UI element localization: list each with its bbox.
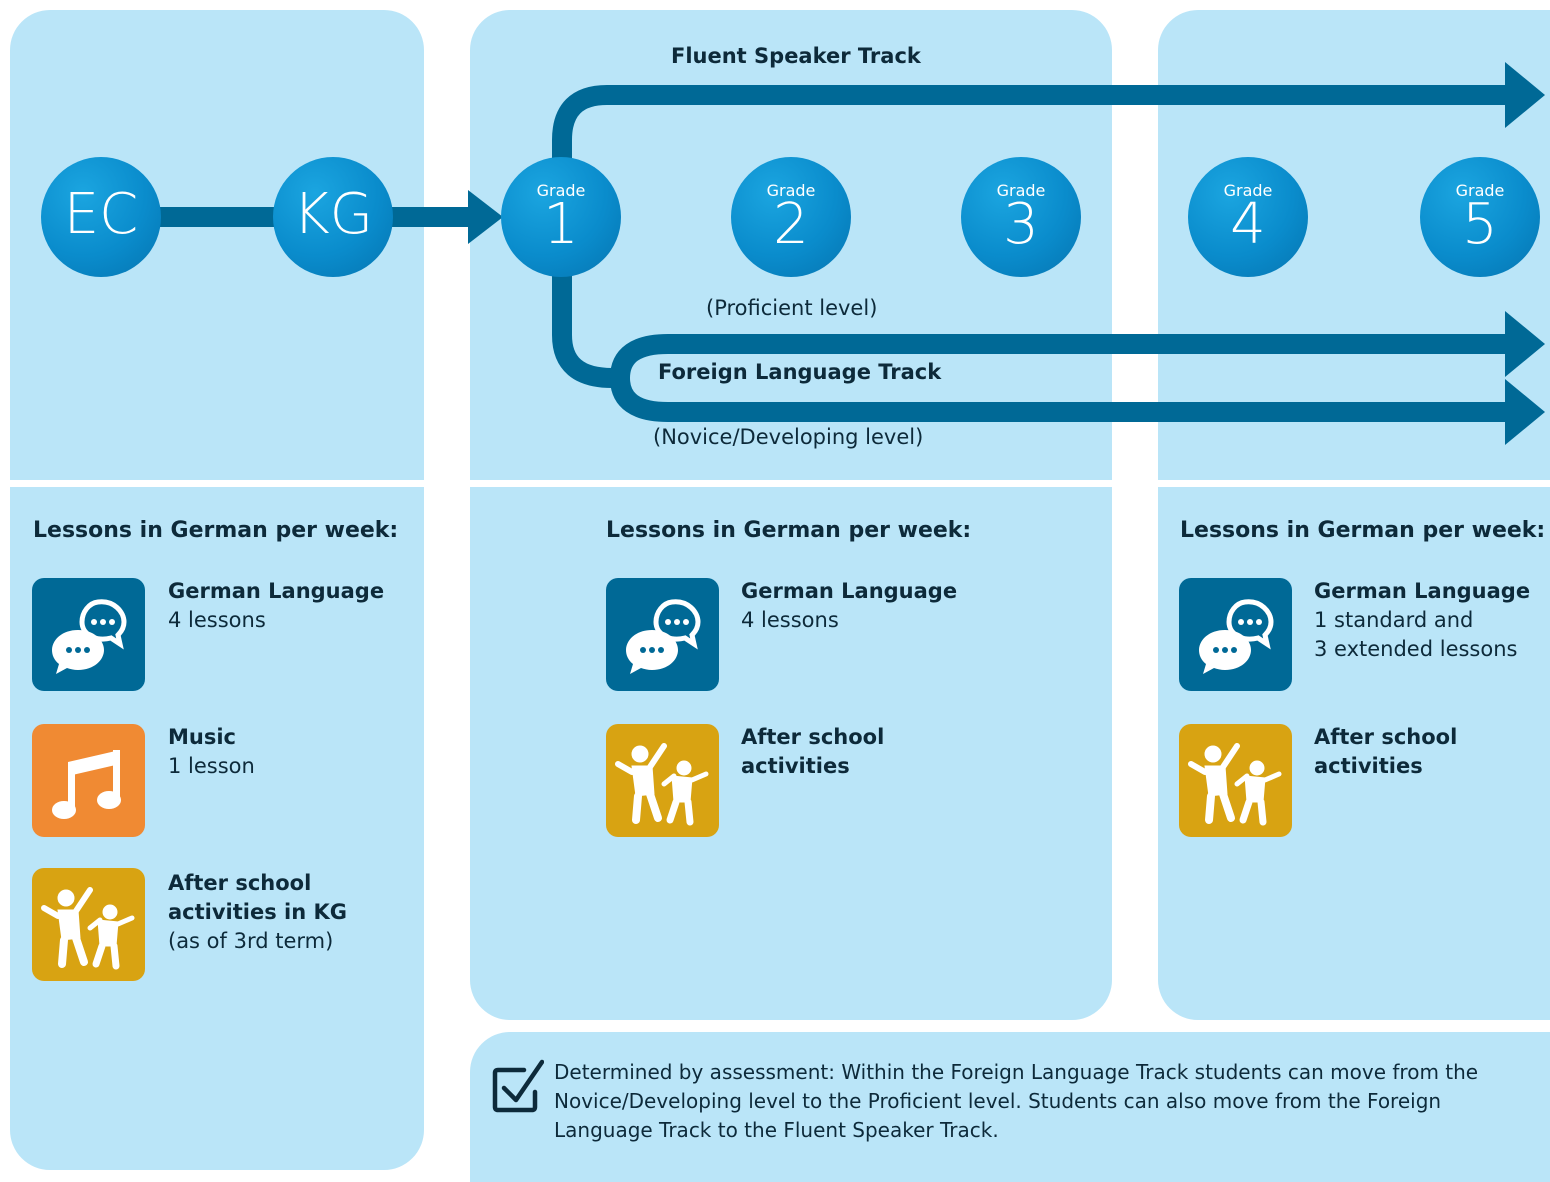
german-language-lessons: 4 lessons (741, 608, 839, 632)
german-language-title: German Language (168, 579, 385, 603)
after-school-title-line-1: After school (741, 725, 885, 749)
node-grade-1: Grade 1 (501, 157, 621, 277)
node-kg-label: KG (292, 182, 374, 247)
branch-line (552, 275, 613, 388)
column-3-heading: Lessons in German per week: (1180, 518, 1546, 543)
proficient-level-label: (Proficient level) (706, 296, 878, 320)
grade-number: 5 (1462, 192, 1498, 257)
fluent-track-label: Fluent Speaker Track (671, 44, 921, 68)
after-school-title-line-2: activities (741, 754, 850, 778)
grade-word: Grade (996, 181, 1046, 200)
column-2-heading: Lessons in German per week: (606, 518, 972, 543)
german-language-lessons-line-2: 3 extended lessons (1314, 637, 1518, 661)
german-language-title: German Language (741, 579, 958, 603)
german-language-tile (1179, 578, 1292, 691)
panel-grades-1-3-bottom (470, 487, 1112, 1020)
assessment-note: Determined by assessment: Within the For… (554, 1060, 1479, 1142)
children-playing-icon (41, 887, 135, 970)
node-grade-4: Grade 4 (1188, 157, 1308, 277)
music-lessons: 1 lesson (168, 754, 255, 778)
node-ec: EC (41, 157, 161, 277)
arrowhead-novice (1505, 379, 1545, 445)
checkbox-checked-icon (492, 1059, 544, 1113)
node-grade-3: Grade 3 (961, 157, 1081, 277)
column-1-heading: Lessons in German per week: (33, 518, 399, 543)
grade-word: Grade (1223, 181, 1273, 200)
fluent-track-line (552, 85, 1512, 160)
after-school-kg-title-line-2: activities in KG (168, 900, 348, 924)
after-school-kg-title-line-1: After school (168, 871, 312, 895)
novice-level-label: (Novice/Developing level) (653, 425, 924, 449)
foreign-track-outline (609, 334, 1512, 422)
panel-note (470, 1032, 1550, 1182)
after-school-tile (606, 724, 719, 837)
speech-bubbles-icon (626, 599, 701, 674)
german-language-tile (606, 578, 719, 691)
german-language-lessons: 4 lessons (168, 608, 266, 632)
node-grade-2: Grade 2 (731, 157, 851, 277)
arrowhead-proficient (1505, 311, 1545, 377)
grade-word: Grade (536, 181, 586, 200)
speech-bubbles-icon (52, 599, 127, 674)
after-school-tile (1179, 724, 1292, 837)
foreign-track-label: Foreign Language Track (658, 360, 942, 384)
music-title: Music (168, 725, 236, 749)
node-kg: KG (273, 157, 393, 277)
grade-word: Grade (766, 181, 816, 200)
grade-number: 3 (1003, 192, 1039, 257)
grade-number: 2 (773, 192, 809, 257)
german-language-title: German Language (1314, 579, 1531, 603)
german-language-lessons-line-1: 1 standard and (1314, 608, 1474, 632)
after-school-title-line-1: After school (1314, 725, 1458, 749)
after-school-kg-tile (32, 868, 145, 981)
music-tile (32, 724, 145, 837)
after-school-kg-note: (as of 3rd term) (168, 929, 334, 953)
german-language-tile (32, 578, 145, 691)
children-playing-icon (615, 743, 709, 826)
speech-bubbles-icon (1199, 599, 1274, 674)
grade-word: Grade (1455, 181, 1505, 200)
grade-number: 4 (1230, 192, 1266, 257)
arrowhead-kg (468, 190, 503, 244)
music-notes-icon (52, 750, 121, 819)
grade-number: 1 (543, 192, 579, 257)
arrowhead-fluent (1505, 62, 1545, 128)
node-ec-label: EC (63, 182, 139, 247)
after-school-title-line-2: activities (1314, 754, 1423, 778)
children-playing-icon (1188, 743, 1282, 826)
node-grade-5: Grade 5 (1420, 157, 1540, 277)
